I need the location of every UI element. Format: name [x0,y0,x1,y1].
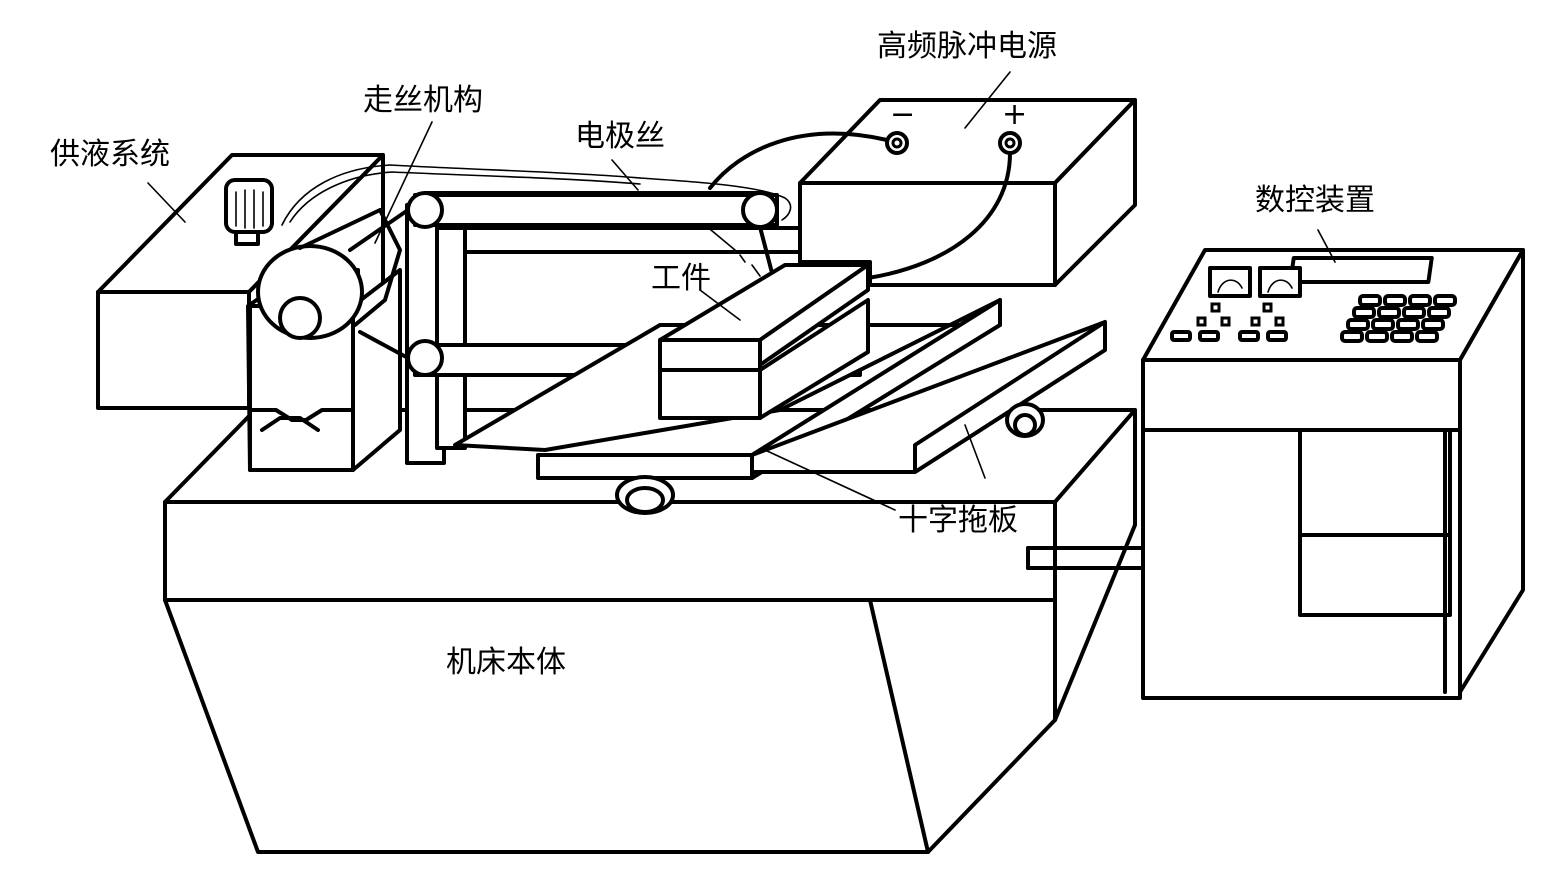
cnc-unit-label: 数控装置 [1255,183,1375,218]
machine-bed [163,408,1137,854]
control-cable [1026,546,1145,570]
machine-bed-label: 机床本体 [446,645,566,680]
power-supply [708,98,1137,287]
workpiece [658,263,870,420]
power-supply-label: 高频脉冲电源 [877,29,1057,64]
coolant-system-label: 供液系统 [50,137,170,172]
table-wheels [615,402,1045,515]
coolant-pump [224,178,274,246]
negative-terminal-label: − [890,97,916,132]
cross-table-label: 十字拖板 [898,503,1018,538]
leader-lines [147,71,1336,511]
electrode-wire [348,191,779,360]
keypad [1340,294,1457,343]
cnc-unit [1141,248,1525,700]
positive-terminal-label: + [1002,97,1028,132]
electrode-wire-label: 电极丝 [575,119,665,154]
workpiece-label: 工件 [651,261,711,296]
wire-drum [256,208,402,340]
wire-drive-label: 走丝机构 [363,83,483,118]
